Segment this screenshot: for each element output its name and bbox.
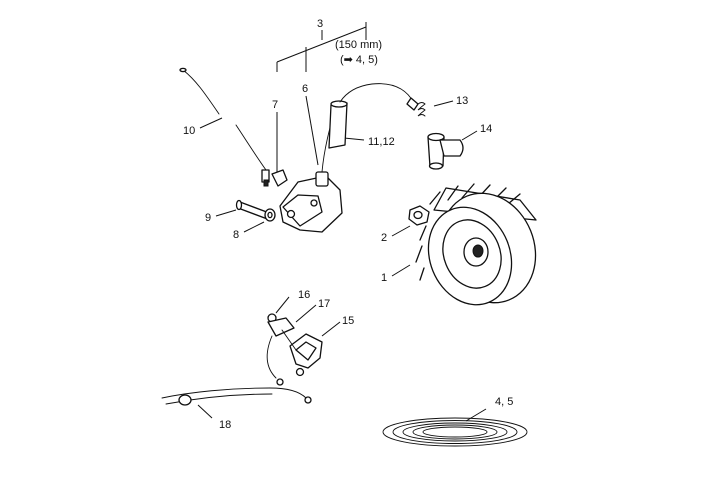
spark-plug-boot-part-14 <box>427 132 464 170</box>
terminal-part-7 <box>271 169 288 187</box>
callout-16: 16 <box>298 289 310 301</box>
callout-2: 2 <box>381 232 387 244</box>
wire-part-10 <box>179 67 270 187</box>
callout-14: 14 <box>480 123 492 135</box>
cable-part-18 <box>161 387 312 406</box>
callout-13: 13 <box>456 95 468 107</box>
callout-1: 1 <box>381 272 387 284</box>
callout-7: 7 <box>272 99 278 111</box>
callout-17: 17 <box>318 298 330 310</box>
reference-note: (➡ 4, 5) <box>340 54 378 66</box>
callout-15: 15 <box>342 315 354 327</box>
callout-labels: 3 (150 mm) (➡ 4, 5) 7 6 10 11,12 13 14 9… <box>183 18 513 431</box>
coil-spring-parts-4-5 <box>382 417 528 447</box>
callout-10: 10 <box>183 125 195 137</box>
ignition-coil-part-6 <box>279 83 419 233</box>
callout-8: 8 <box>233 229 239 241</box>
length-note: (150 mm) <box>335 39 382 51</box>
nut-part-2 <box>408 205 430 226</box>
callout-4-5: 4, 5 <box>495 396 513 408</box>
callout-3: 3 <box>317 18 323 30</box>
switch-assembly-parts-15-17 <box>266 313 323 386</box>
callout-6: 6 <box>302 83 308 95</box>
leader-lines <box>197 22 487 422</box>
callout-9: 9 <box>205 212 211 224</box>
flywheel-part-1 <box>415 183 537 306</box>
callout-18: 18 <box>219 419 231 431</box>
washer-part-8 <box>264 208 276 222</box>
spring-part-13 <box>417 102 426 117</box>
callout-11-12: 11,12 <box>368 136 395 148</box>
